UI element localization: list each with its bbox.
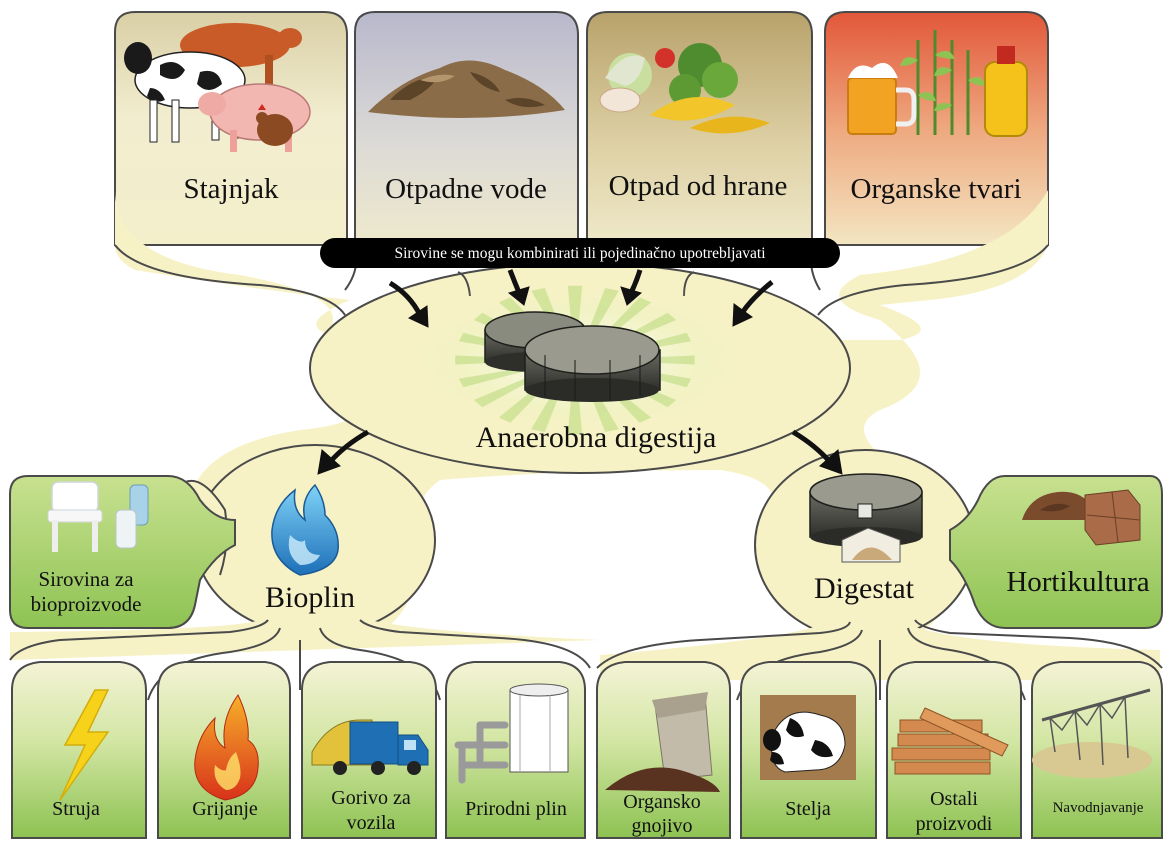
arrow-icon (507, 269, 530, 306)
output-panel-struja (11, 661, 147, 839)
glow-ray (458, 366, 534, 388)
output-label-organsko-2: gnojivo (631, 815, 692, 837)
input-label-otpadne-vode: Otpadne vode (385, 173, 547, 205)
output-label-grijanje: Grijanje (192, 798, 258, 820)
banner-background (320, 238, 840, 268)
glow-ray (473, 373, 541, 408)
banner-text: Sirovine se mogu kombinirati ili pojedin… (394, 245, 766, 262)
output-label-struja: Struja (52, 798, 100, 820)
digestate-tank-icon (809, 473, 923, 563)
peat-pots-icon (1022, 489, 1141, 546)
center-label: Anaerobna digestija (476, 421, 717, 454)
arrow-icon (732, 280, 774, 327)
digestat-label: Digestat (814, 572, 915, 605)
output-label-ostali-1: Ostali (930, 788, 978, 810)
organic-matter-icon (847, 30, 1028, 137)
input-label-stajnjak: Stajnjak (183, 173, 279, 205)
side-label-hortikultura: Hortikultura (1006, 566, 1149, 598)
gas-plant-icon (454, 683, 569, 784)
output-label-ostali-2: proizvodi (916, 813, 993, 835)
bioplin-label: Bioplin (265, 581, 355, 614)
food-scraps-icon (599, 43, 770, 134)
fertilizer-bag-icon (605, 692, 720, 792)
side-panels (9, 475, 1163, 629)
side-label-sirovina-1: Sirovina za (38, 567, 134, 591)
lightning-icon (59, 689, 110, 801)
output-label-organsko-1: Organsko (623, 791, 700, 813)
sludge-pile-icon (368, 60, 565, 119)
output-label-navodnjavanje: Navodnjavanje (1053, 800, 1144, 816)
output-label-gorivo-1: Gorivo za (331, 787, 411, 809)
cow-bedding-icon (760, 695, 856, 780)
irrigation-pivot-icon (1032, 688, 1152, 778)
arrow-icon (791, 429, 843, 475)
output-label-stelja: Stelja (785, 798, 831, 820)
bottom-labels: Struja Grijanje Gorivo za vozila Prirodn… (52, 787, 1144, 837)
blue-flame-icon (271, 483, 339, 576)
output-label-gorivo-2: vozila (347, 812, 396, 834)
digester-tanks-icon (484, 311, 661, 402)
input-label-otpad-od-hrane: Otpad od hrane (609, 170, 788, 202)
output-label-prirodni-plin: Prirodni plin (465, 798, 567, 820)
arrows (317, 269, 843, 475)
input-panel-otpadne-vode (354, 11, 579, 251)
plastic-products-icon (47, 481, 149, 552)
garbage-truck-icon (311, 719, 429, 775)
glow-ray (586, 287, 619, 337)
input-label-organske-tvari: Organske tvari (851, 173, 1022, 205)
arrow-icon (620, 269, 643, 306)
livestock-icon (124, 23, 311, 152)
side-label-sirovina-2: bioproizvode (31, 592, 142, 616)
fire-icon (194, 694, 259, 801)
arrow-icon (388, 280, 429, 328)
arrow-icon (317, 429, 370, 475)
lumber-icon (891, 707, 1009, 775)
